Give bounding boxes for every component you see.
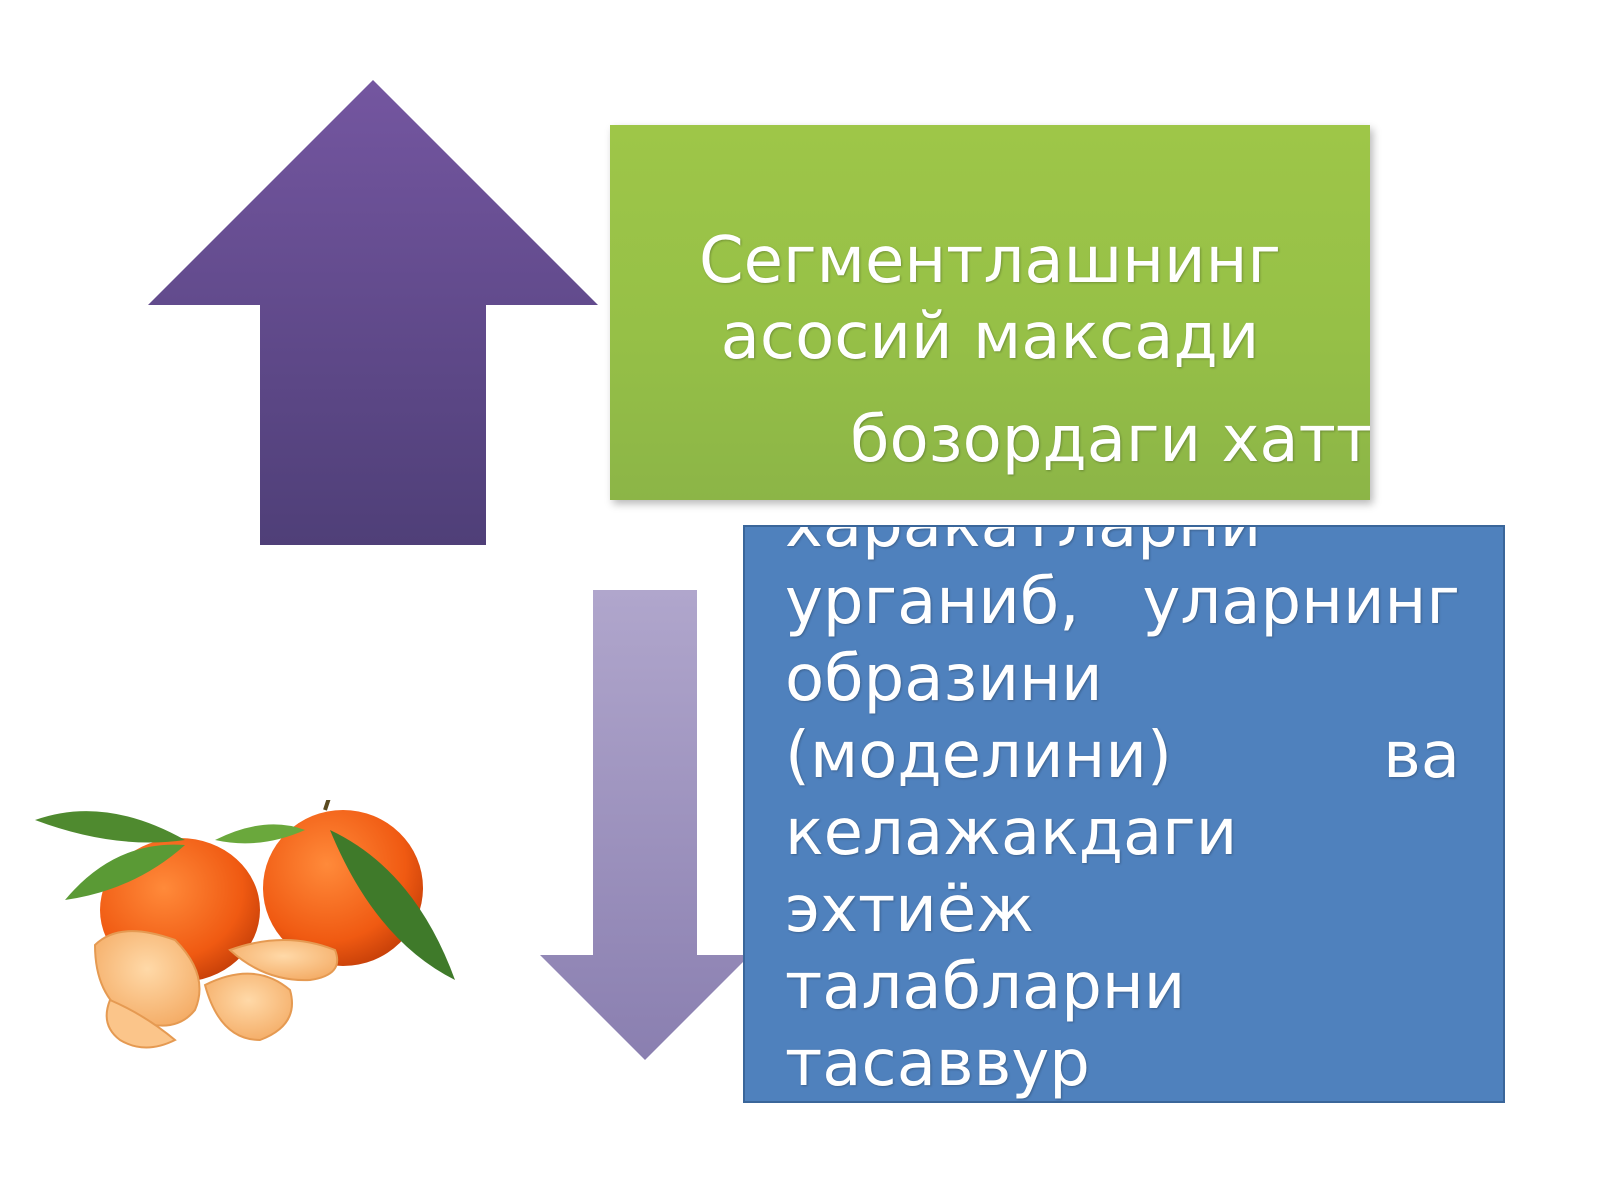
description-line: (моделини) ва (785, 718, 1460, 795)
description-line-left: талабларни (785, 950, 1186, 1024)
description-line-left: келажакдаги (785, 796, 1238, 870)
mandarin-fruit-icon (35, 800, 455, 1049)
description-line: урганиб, уларнинг (785, 564, 1460, 641)
description-line-left: образини (785, 642, 1103, 716)
up-arrow-shape (148, 80, 598, 545)
goal-box: Сегментлашнинг асосий максади (610, 125, 1370, 500)
description-line-left: тасаввур (785, 1027, 1090, 1101)
description-line-left: урганиб, (785, 565, 1080, 639)
description-line: талабларни (785, 949, 1460, 1026)
description-line-left: эхтиёж (785, 873, 1034, 947)
description-first-line: бозордаги хатти (850, 403, 1370, 477)
goal-title-line-1: Сегментлашнинг (698, 224, 1282, 298)
goal-title: Сегментлашнинг асосий максади (610, 223, 1370, 375)
description-line-right: ва (1383, 719, 1460, 793)
goal-title-line-2: асосий максади (720, 300, 1260, 374)
description-line: образини (785, 641, 1460, 718)
description-line-left: (моделини) (785, 719, 1172, 793)
description-line: харакатларни (785, 525, 1460, 564)
description-overflow: бозордаги хатти (850, 402, 1370, 478)
description-line-right: уларнинг (1142, 565, 1460, 639)
description-line: эхтиёж (785, 872, 1460, 949)
down-arrow-shape (540, 590, 750, 1060)
description-line: тасаввур (785, 1026, 1460, 1101)
description-line: келажакдаги (785, 795, 1460, 872)
description-line-left: харакатларни (785, 525, 1262, 562)
